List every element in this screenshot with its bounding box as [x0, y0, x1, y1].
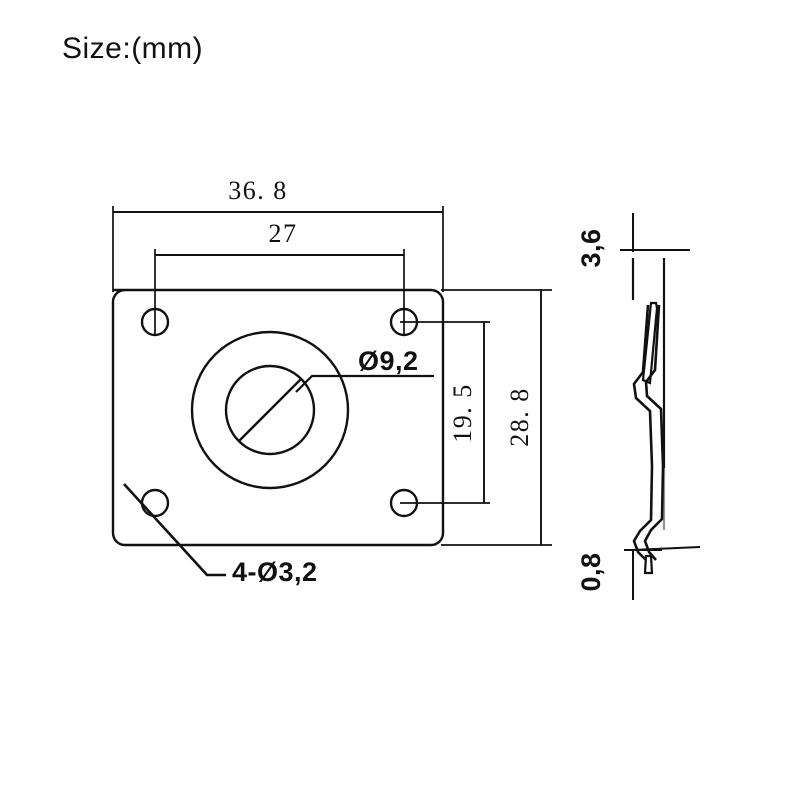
dimension-hole-spacing-width: 27: [155, 219, 404, 256]
extension-lines-vertical: [112, 206, 444, 335]
dimension-overall-height: 28. 8: [505, 290, 542, 545]
profile-lower-tab: [643, 554, 654, 575]
dim-label-center-bore: Ø9,2: [358, 346, 419, 376]
profile-upper-tab: [641, 301, 659, 385]
dim-label-mounting-holes: 4-Ø3,2: [232, 557, 318, 587]
bore-inner-circle: [224, 364, 316, 456]
dimension-top-thickness: 3,6: [576, 213, 690, 268]
dim-label-bottom-thickness: 0,8: [576, 552, 606, 591]
center-bore-group: [190, 330, 350, 490]
leader-center-bore: Ø9,2: [295, 346, 434, 393]
extension-lines-horizontal: [400, 289, 552, 546]
bore-diameter-arrow: [238, 378, 302, 442]
mounting-holes-group: [140, 307, 419, 518]
front-view-plate: [111, 288, 445, 547]
dimension-bottom-thickness: 0,8: [576, 546, 701, 600]
side-view-profile: [631, 258, 666, 575]
profile-outer-edge: [632, 304, 654, 561]
plate-outline: [111, 288, 445, 547]
dim-label-top-thickness: 3,6: [576, 228, 606, 267]
leader-line-bore: [295, 374, 434, 393]
leader-line-mounting-holes: [123, 483, 226, 577]
leader-mounting-holes: 4-Ø3,2: [123, 483, 318, 587]
page-title: Size:(mm): [62, 32, 204, 65]
dim-label-overall-width: 36. 8: [228, 176, 288, 205]
dim-label-overall-height: 28. 8: [505, 387, 534, 447]
mounting-hole-bottom-left: [140, 488, 170, 518]
dimension-overall-width: 36. 8: [113, 176, 443, 213]
boss-outer-circle: [190, 330, 350, 490]
dim-label-hole-spacing-width: 27: [269, 219, 298, 248]
dim-label-hole-spacing-height: 19. 5: [448, 383, 477, 443]
dimension-hole-spacing-height: 19. 5: [448, 322, 485, 503]
